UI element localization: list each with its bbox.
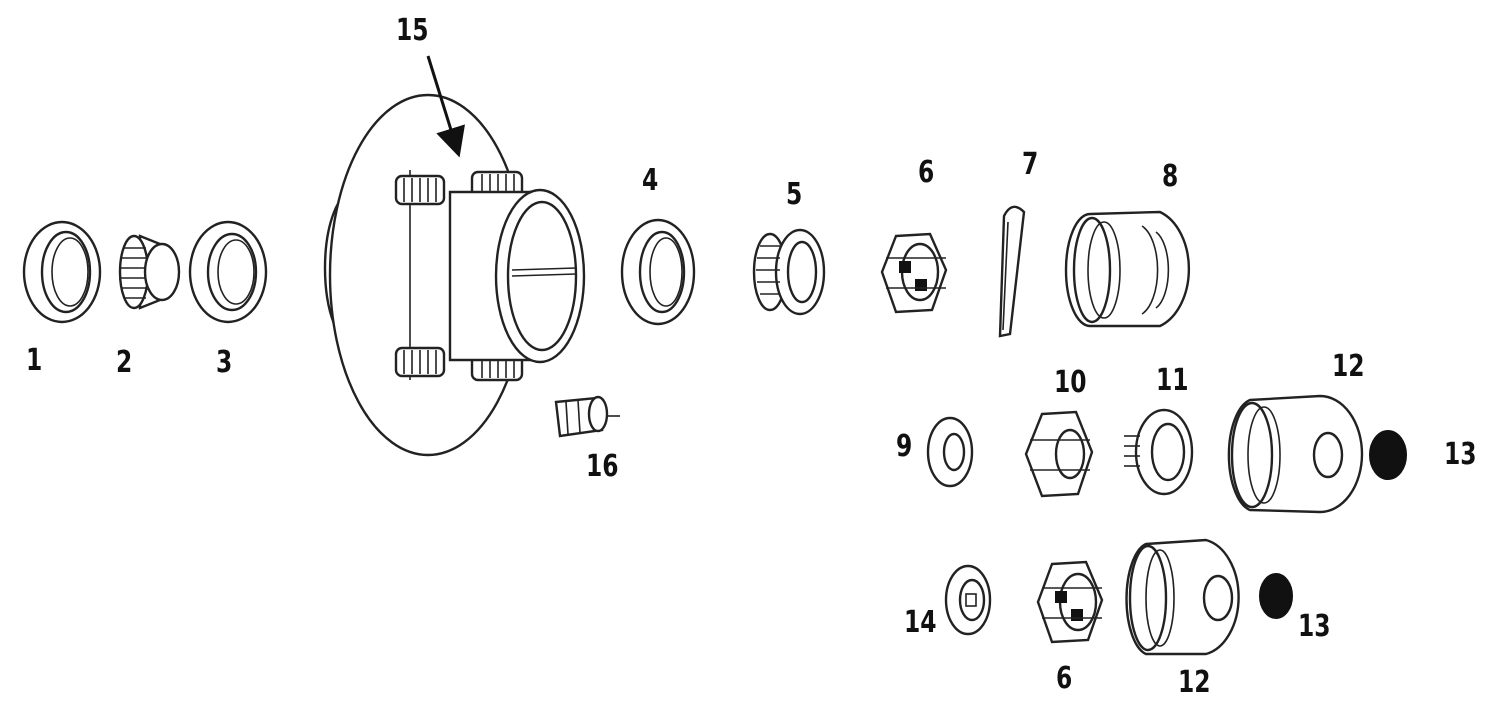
- label-part-13-lower: 13: [1298, 609, 1331, 644]
- label-part-6-upper: 6: [918, 155, 935, 190]
- part-10-hex-nut: [1024, 410, 1094, 498]
- part-15-hub: [323, 93, 586, 457]
- part-4-outer-cup: [620, 218, 696, 326]
- part-1-bearing-cup: [22, 220, 102, 324]
- label-part-4: 4: [642, 163, 659, 198]
- label-part-12-upper: 12: [1332, 349, 1365, 384]
- label-part-3: 3: [216, 345, 233, 380]
- label-part-11: 11: [1156, 363, 1189, 398]
- label-part-13-upper: 13: [1444, 437, 1477, 472]
- label-part-6-lower: 6: [1056, 661, 1073, 696]
- part-6-castle-nut-lower: [1036, 560, 1104, 644]
- part-12-grease-cap-upper: [1227, 394, 1364, 514]
- part-3-grease-seal: [188, 220, 268, 324]
- part-9-washer: [926, 416, 974, 488]
- label-part-2: 2: [116, 345, 133, 380]
- part-16-lug-nut: [554, 395, 620, 438]
- label-part-1: 1: [26, 343, 43, 378]
- label-part-8: 8: [1162, 159, 1179, 194]
- label-part-10: 10: [1054, 365, 1087, 400]
- label-part-7: 7: [1022, 147, 1039, 182]
- part-5-outer-cone: [752, 228, 826, 316]
- part-6-castle-nut-upper: [880, 232, 948, 314]
- part-14-keyed-washer: [944, 564, 992, 636]
- label-part-16: 16: [586, 449, 619, 484]
- label-part-5: 5: [786, 177, 803, 212]
- part-11-nut-retainer: [1124, 408, 1194, 496]
- part-7-cotter-pin: [998, 205, 1026, 338]
- part-2-bearing-cone: [118, 234, 181, 310]
- label-part-14: 14: [904, 605, 937, 640]
- part-13-rubber-plug-lower: [1259, 573, 1293, 619]
- part-8-dust-cap: [1064, 210, 1191, 328]
- part-15-leader-arrow: [426, 55, 465, 158]
- part-12-grease-cap-lower: [1125, 538, 1240, 656]
- label-part-15: 15: [396, 13, 429, 48]
- label-part-12-lower: 12: [1178, 665, 1211, 700]
- part-13-rubber-plug-upper: [1369, 430, 1407, 480]
- label-part-9: 9: [896, 429, 913, 464]
